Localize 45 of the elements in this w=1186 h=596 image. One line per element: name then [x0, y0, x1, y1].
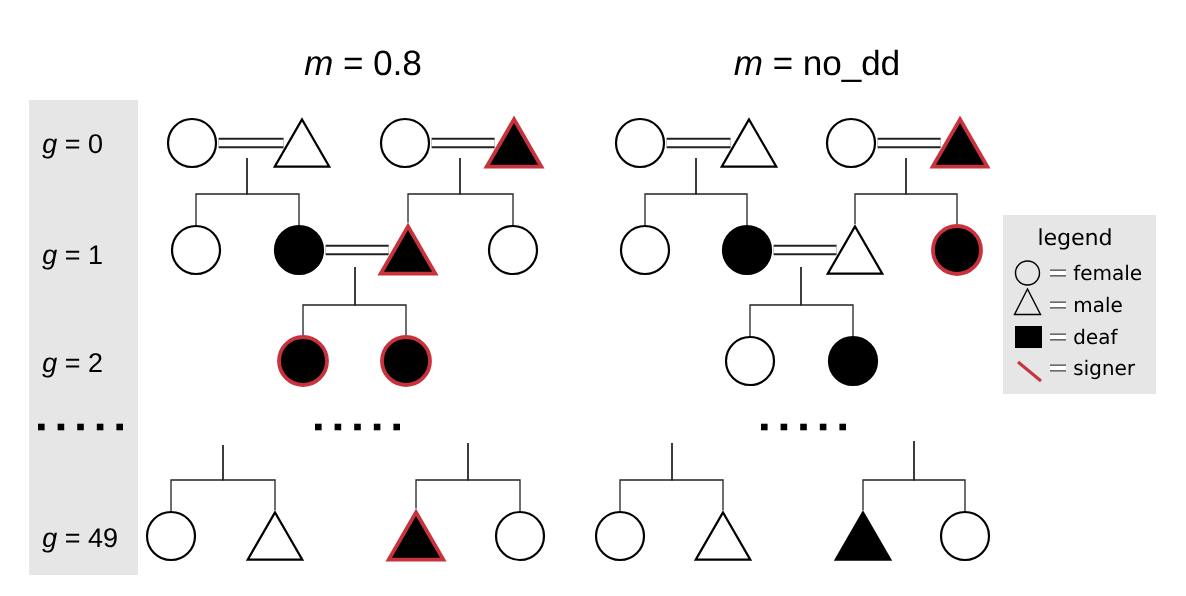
legend-label: female — [1073, 264, 1142, 281]
panel-title: m = no_dd — [734, 49, 898, 82]
generation-label: g = 0 — [42, 134, 102, 159]
circle-symbol — [380, 335, 432, 387]
circle-symbol — [379, 117, 431, 169]
descent-line — [905, 157, 958, 225]
circle-symbol — [827, 335, 879, 387]
circle-symbol — [614, 117, 666, 169]
circle-symbol — [931, 224, 983, 276]
descent-line — [459, 157, 514, 226]
partner-line — [877, 137, 941, 149]
legend-label: male — [1075, 296, 1122, 313]
descent-line — [695, 157, 748, 226]
circle-symbol — [166, 117, 218, 169]
partner-line — [218, 137, 284, 149]
partner-line — [431, 137, 495, 149]
generation-label: g = 1 — [42, 245, 102, 270]
descent-line — [671, 442, 724, 511]
circle-symbol — [825, 117, 877, 169]
circle-symbol — [939, 510, 991, 562]
descent-line — [467, 442, 521, 512]
descent-line — [800, 266, 854, 337]
descent-line — [246, 157, 300, 226]
circle-symbol — [721, 224, 773, 276]
circle-symbol — [487, 224, 539, 276]
partner-line — [773, 244, 837, 256]
circle-symbol — [619, 224, 671, 276]
legend-label: deaf — [1074, 328, 1118, 345]
panel-title: m = 0.8 — [304, 50, 421, 76]
partner-line — [325, 244, 389, 256]
circle-symbol — [145, 510, 197, 562]
circle-symbol — [724, 335, 776, 387]
circle-symbol — [170, 224, 222, 276]
legend-label: signer — [1074, 359, 1136, 380]
descent-line — [913, 440, 966, 512]
descent-line — [354, 266, 407, 336]
partner-line — [666, 137, 731, 149]
generation-label: g = 49 — [42, 528, 117, 553]
circle-symbol — [494, 510, 546, 562]
legend-title: legend — [1039, 228, 1111, 250]
descent-line — [222, 444, 276, 511]
circle-symbol — [277, 335, 329, 387]
circle-symbol — [273, 224, 325, 276]
generation-label: g = 2 — [42, 353, 102, 378]
circle-symbol — [594, 510, 646, 562]
